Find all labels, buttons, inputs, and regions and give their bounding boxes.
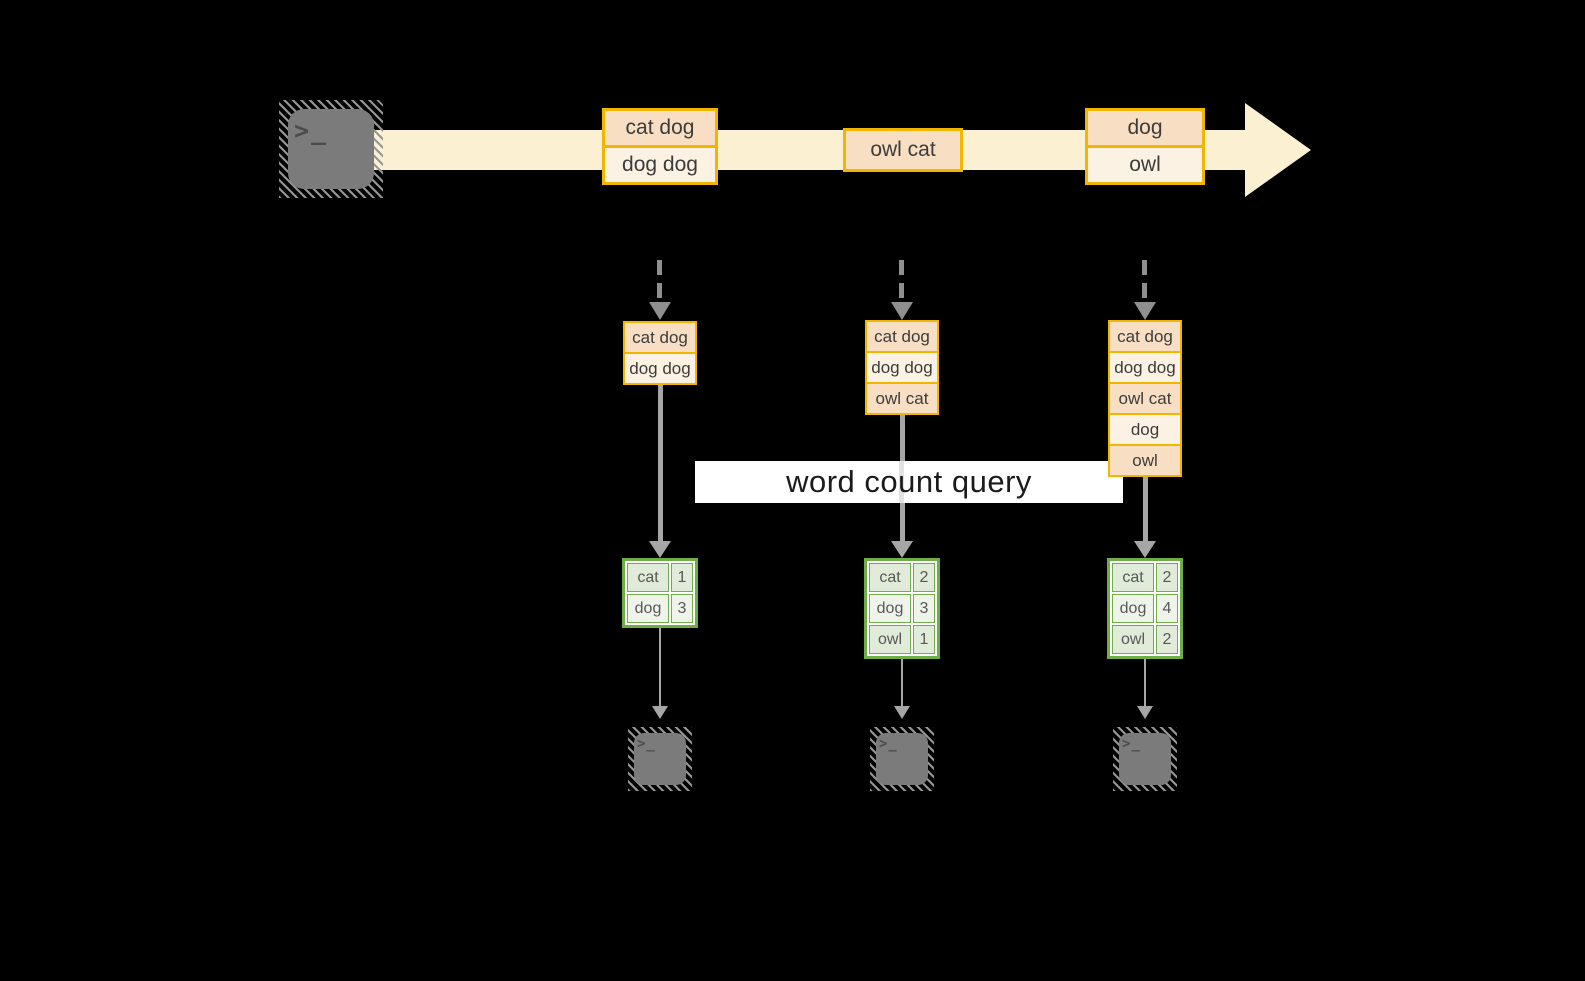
word-cell: owl	[869, 625, 911, 654]
terminal-prompt-icon: >_	[294, 116, 329, 145]
record-row: dog dog	[623, 352, 697, 385]
table-row: owl 2	[1112, 625, 1178, 654]
output-arrow-head-icon	[1137, 706, 1153, 719]
record-row: dog	[1108, 413, 1182, 446]
terminal-output-icon: >_	[628, 727, 692, 791]
table-row: owl 1	[869, 625, 935, 654]
record-buffer-stack-2: cat dog dog dog owl cat	[865, 320, 939, 415]
table-row: dog 3	[869, 594, 935, 623]
terminal-body	[288, 109, 374, 189]
word-cell: dog	[1112, 594, 1154, 623]
terminal-prompt-icon: >_	[879, 736, 898, 752]
record-row: cat dog	[865, 320, 939, 353]
stream-arrow-head-icon	[1245, 103, 1311, 197]
word-count-table-3: cat 2 dog 4 owl 2	[1107, 558, 1183, 659]
terminal-source-icon: >_	[279, 100, 383, 198]
terminal-output-icon: >_	[1113, 727, 1177, 791]
count-cell: 2	[1156, 563, 1178, 592]
terminal-body	[634, 733, 686, 785]
count-cell: 2	[913, 563, 935, 592]
table-row: dog 4	[1112, 594, 1178, 623]
query-arrow-head-icon	[1134, 541, 1156, 558]
stream-record: owl cat	[843, 128, 963, 172]
word-cell: cat	[1112, 563, 1154, 592]
count-cell: 3	[913, 594, 935, 623]
table-row: cat 1	[627, 563, 693, 592]
word-cell: dog	[869, 594, 911, 623]
query-arrow	[1143, 477, 1148, 541]
stream-record-group-3: dog owl	[1085, 108, 1205, 185]
terminal-body	[1119, 733, 1171, 785]
dashed-arrow	[657, 260, 662, 302]
dashed-arrow-head-icon	[891, 302, 913, 320]
dashed-arrow-head-icon	[649, 302, 671, 320]
table-row: cat 2	[869, 563, 935, 592]
word-count-query-banner: word count query	[695, 461, 1123, 503]
record-buffer-stack-1: cat dog dog dog	[623, 321, 697, 385]
word-cell: dog	[627, 594, 669, 623]
word-count-query-label: word count query	[786, 464, 1032, 499]
stream-record: dog	[1085, 108, 1205, 148]
output-arrow-head-icon	[652, 706, 668, 719]
query-arrow-head-icon	[649, 541, 671, 558]
record-row: cat dog	[1108, 320, 1182, 353]
query-arrow	[658, 385, 663, 541]
stream-record: dog dog	[602, 145, 718, 185]
dashed-arrow-head-icon	[1134, 302, 1156, 320]
record-row: dog dog	[865, 351, 939, 384]
count-cell: 2	[1156, 625, 1178, 654]
word-count-table-2: cat 2 dog 3 owl 1	[864, 558, 940, 659]
stream-record: cat dog	[602, 108, 718, 148]
stream-record-group-2: owl cat	[843, 128, 963, 172]
arrow-through-banner	[899, 461, 904, 503]
output-arrow	[1144, 659, 1146, 706]
output-arrow	[659, 628, 661, 706]
record-row: owl	[1108, 444, 1182, 477]
count-cell: 3	[671, 594, 693, 623]
terminal-body	[876, 733, 928, 785]
dashed-arrow	[1142, 260, 1147, 302]
word-cell: cat	[627, 563, 669, 592]
output-arrow	[901, 659, 903, 706]
query-arrow-head-icon	[891, 541, 913, 558]
stream-record-group-1: cat dog dog dog	[602, 108, 718, 185]
word-cell: owl	[1112, 625, 1154, 654]
count-cell: 4	[1156, 594, 1178, 623]
count-cell: 1	[671, 563, 693, 592]
record-row: owl cat	[1108, 382, 1182, 415]
record-row: owl cat	[865, 382, 939, 415]
dashed-arrow	[899, 260, 904, 302]
word-cell: cat	[869, 563, 911, 592]
stream-record: owl	[1085, 145, 1205, 185]
record-row: cat dog	[623, 321, 697, 354]
terminal-output-icon: >_	[870, 727, 934, 791]
record-buffer-stack-3: cat dog dog dog owl cat dog owl	[1108, 320, 1182, 477]
terminal-prompt-icon: >_	[637, 736, 656, 752]
word-count-table-1: cat 1 dog 3	[622, 558, 698, 628]
record-row: dog dog	[1108, 351, 1182, 384]
count-cell: 1	[913, 625, 935, 654]
output-arrow-head-icon	[894, 706, 910, 719]
table-row: cat 2	[1112, 563, 1178, 592]
terminal-prompt-icon: >_	[1122, 736, 1141, 752]
table-row: dog 3	[627, 594, 693, 623]
